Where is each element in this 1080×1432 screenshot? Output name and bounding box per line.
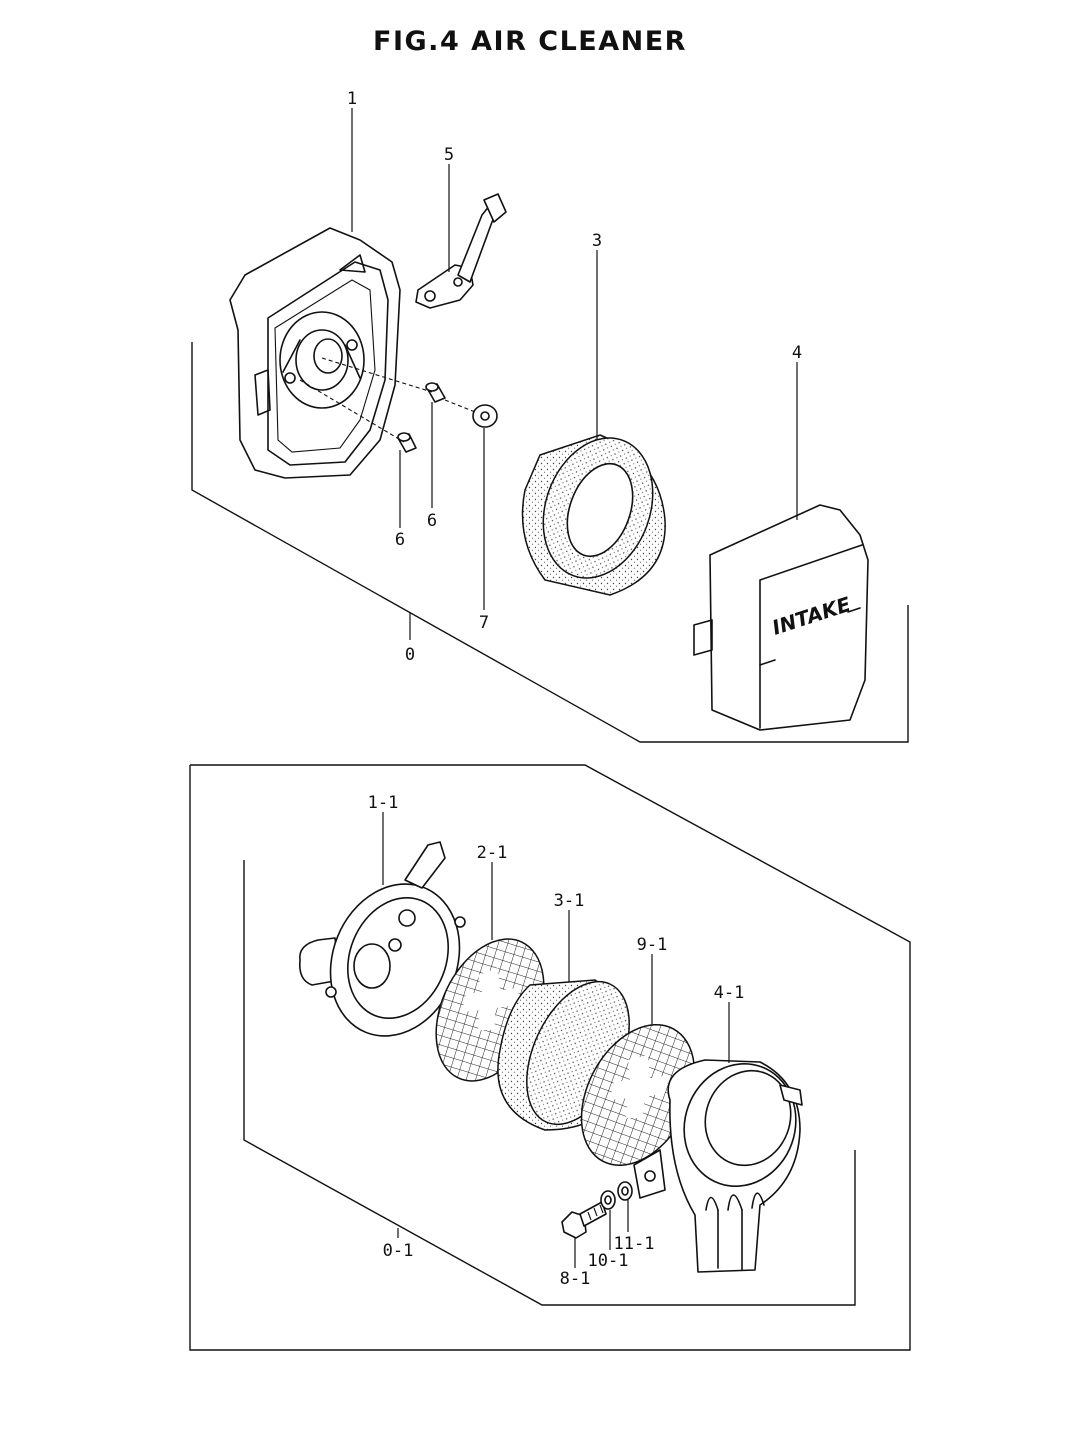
callout-6b: 6 bbox=[427, 511, 437, 531]
callout-5: 5 bbox=[444, 145, 454, 165]
callout-7: 7 bbox=[479, 613, 489, 633]
callout-6a: 6 bbox=[395, 530, 405, 550]
callout-2-1: 2-1 bbox=[477, 843, 508, 863]
callout-3: 3 bbox=[592, 231, 602, 251]
upper-assembly-bracket bbox=[191, 342, 909, 743]
lower-frame bbox=[189, 764, 911, 1351]
flat-washer bbox=[617, 1181, 633, 1201]
callout-0-1: 0-1 bbox=[383, 1241, 414, 1261]
screen-a-highlight bbox=[462, 968, 520, 1030]
intake-cover: INTAKE bbox=[693, 504, 869, 731]
round-case bbox=[298, 841, 466, 1037]
screen-b-highlight bbox=[610, 1055, 670, 1118]
upper-assembly: INTAKE 1 5 3 4 6 6 7 0 bbox=[191, 89, 909, 743]
choke-lever bbox=[415, 193, 507, 309]
callout-4: 4 bbox=[792, 343, 802, 363]
callout-4-1: 4-1 bbox=[714, 983, 745, 1003]
callout-1: 1 bbox=[347, 89, 357, 109]
spring-washer bbox=[600, 1190, 616, 1210]
lower-assembly: 1-1 2-1 3-1 9-1 4-1 11-1 10-1 8-1 0-1 bbox=[189, 764, 911, 1351]
collar-b bbox=[397, 432, 417, 453]
figure-title: FIG.4 AIR CLEANER bbox=[373, 26, 687, 57]
callout-9-1: 9-1 bbox=[637, 935, 668, 955]
callout-1-1: 1-1 bbox=[368, 793, 399, 813]
bolt bbox=[561, 1201, 607, 1239]
round-cover bbox=[633, 1059, 803, 1273]
lower-assembly-bracket bbox=[243, 860, 856, 1306]
callout-0: 0 bbox=[405, 645, 415, 665]
callout-8-1: 8-1 bbox=[560, 1269, 591, 1289]
callout-10-1: 10-1 bbox=[588, 1251, 629, 1271]
washer bbox=[472, 404, 498, 428]
callout-11-1: 11-1 bbox=[614, 1234, 655, 1254]
air-cleaner-case bbox=[229, 227, 401, 479]
foam-element bbox=[521, 434, 666, 596]
callout-3-1: 3-1 bbox=[554, 891, 585, 911]
collar-a bbox=[425, 382, 446, 403]
